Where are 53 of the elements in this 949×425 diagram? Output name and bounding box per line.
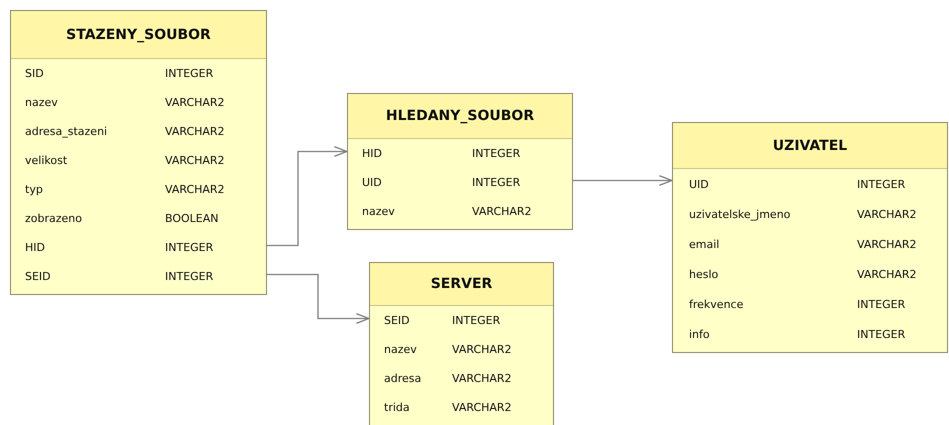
arrow bbox=[267, 146, 348, 246]
field-name: info bbox=[689, 328, 710, 340]
field-name: adresa_stazeni bbox=[25, 125, 108, 138]
field-type: VARCHAR2 bbox=[472, 205, 532, 218]
field-type: INTEGER bbox=[165, 270, 214, 283]
field-type: BOOLEAN bbox=[165, 212, 219, 225]
field-type: VARCHAR2 bbox=[165, 125, 225, 138]
field-name: HID bbox=[362, 147, 382, 160]
field-name: SEID bbox=[384, 314, 410, 327]
field-name: nazev bbox=[362, 205, 395, 218]
field-name: frekvence bbox=[689, 298, 744, 310]
table-box bbox=[10, 10, 267, 295]
field-name: email bbox=[689, 238, 720, 250]
field-type: INTEGER bbox=[452, 314, 500, 327]
arrow bbox=[267, 274, 370, 324]
field-name: heslo bbox=[689, 268, 718, 280]
field-type: VARCHAR2 bbox=[452, 401, 512, 414]
field-name: SEID bbox=[25, 270, 51, 283]
field-name: trida bbox=[384, 401, 410, 414]
field-type: VARCHAR2 bbox=[165, 96, 225, 109]
field-name: UID bbox=[362, 176, 382, 189]
field-type: VARCHAR2 bbox=[165, 154, 225, 167]
field-type: VARCHAR2 bbox=[452, 372, 512, 385]
table-box bbox=[369, 262, 554, 425]
field-type: INTEGER bbox=[165, 67, 214, 80]
table-box bbox=[347, 93, 573, 230]
field-type: INTEGER bbox=[472, 147, 520, 160]
table-box bbox=[672, 122, 948, 353]
field-name: nazev bbox=[25, 96, 58, 109]
table-title: STAZENY_SOUBOR bbox=[66, 26, 211, 42]
field-type: VARCHAR2 bbox=[452, 343, 512, 356]
table-title: HLEDANY_SOUBOR bbox=[386, 108, 534, 124]
field-type: INTEGER bbox=[857, 298, 906, 310]
table-title: UZIVATEL bbox=[772, 138, 848, 154]
field-name: uzivatelske_jmeno bbox=[689, 208, 790, 220]
field-name: UID bbox=[689, 178, 709, 190]
field-name: zobrazeno bbox=[25, 212, 82, 225]
table-title: SERVER bbox=[430, 276, 492, 292]
field-name: typ bbox=[25, 183, 43, 196]
field-name: adresa bbox=[384, 372, 422, 385]
field-name: SID bbox=[25, 67, 44, 80]
arrow bbox=[573, 174, 673, 186]
field-type: VARCHAR2 bbox=[857, 238, 917, 250]
field-name: HID bbox=[25, 241, 45, 254]
field-type: INTEGER bbox=[472, 176, 520, 189]
field-name: velikost bbox=[25, 154, 68, 167]
field-type: INTEGER bbox=[857, 178, 906, 190]
field-type: INTEGER bbox=[165, 241, 214, 254]
field-name: nazev bbox=[384, 343, 417, 356]
field-type: INTEGER bbox=[857, 328, 906, 340]
field-type: VARCHAR2 bbox=[857, 268, 917, 280]
field-type: VARCHAR2 bbox=[857, 208, 917, 220]
field-type: VARCHAR2 bbox=[165, 183, 225, 196]
